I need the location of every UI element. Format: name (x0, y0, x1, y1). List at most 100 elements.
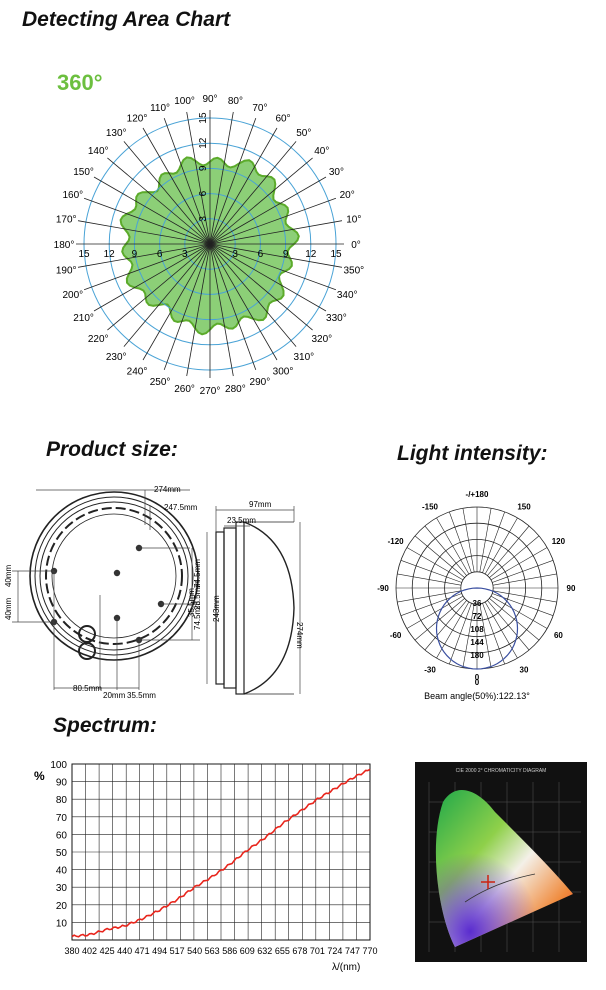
radial-tick-label: 15 (78, 249, 90, 260)
side-lens (243, 521, 295, 695)
intensity-spoke (414, 598, 465, 641)
intensity-spoke (397, 573, 462, 586)
radial-tick-label: 12 (198, 137, 209, 149)
cable-gland-bottom (78, 642, 96, 660)
spectrum-line (71, 768, 371, 938)
angle-labels: 0°10°20°30°40°50°60°70°80°90°100°110°120… (54, 94, 364, 397)
radial-tick-label: 6 (258, 249, 264, 260)
angle-label: 200° (62, 290, 83, 301)
intensity-spoke (489, 598, 540, 641)
spectrum-x-tick: 440 (117, 946, 132, 956)
spectrum-x-tick: 724 (327, 946, 342, 956)
angle-spoke (83, 197, 211, 245)
intensity-spoke (492, 590, 557, 603)
angle-spoke (209, 117, 257, 245)
dim-80: 80.5mm (73, 684, 102, 693)
spectrum-x-tick: 609 (240, 946, 255, 956)
angle-label: 240° (127, 366, 148, 377)
cie-diagram: CIE 2000 2° CHROMATICITY DIAGRAM (415, 762, 587, 962)
spectrum-y-tick: 40 (56, 866, 68, 877)
light-intensity-title: Light intensity: (397, 442, 548, 465)
cie-title: CIE 2000 2° CHROMATICITY DIAGRAM (456, 768, 547, 774)
radial-tick-label: 6 (157, 249, 163, 260)
angle-spoke (77, 243, 211, 268)
angle-label: 30° (329, 167, 344, 178)
angle-label: 270° (200, 386, 221, 397)
lamp-ring-3 (39, 501, 189, 651)
angle-label: 50° (296, 128, 311, 139)
angle-spoke (209, 243, 257, 371)
spectrum-y-tick: 30 (56, 883, 68, 894)
angle-spoke (209, 243, 327, 312)
intensity-spoke (490, 547, 548, 581)
intensity-angle-label: -60 (390, 631, 402, 640)
dim-40-a: 40mm (4, 564, 13, 587)
spectrum-x-tick: 540 (187, 946, 202, 956)
radial-tick-label: 12 (305, 249, 317, 260)
angle-spoke (209, 243, 337, 291)
intensity-spoke (397, 590, 462, 603)
angle-label: 80° (228, 96, 243, 107)
intensity-curve (435, 587, 519, 670)
angle-label: 250° (150, 377, 171, 388)
intensity-tick-label: 144 (470, 638, 484, 647)
angle-label: 90° (202, 94, 217, 105)
dim-274-top: 274mm (154, 485, 181, 494)
angle-spoke (209, 157, 313, 245)
angle-spoke (123, 243, 211, 347)
intensity-angle-label: -90 (377, 584, 389, 593)
angle-spoke (209, 197, 337, 245)
angle-label: 310° (293, 352, 314, 363)
angle-label: 10° (346, 215, 361, 226)
angle-label: 260° (174, 384, 195, 395)
angle-label: 220° (88, 334, 109, 345)
intensity-tick-label: 108 (470, 625, 484, 634)
spectrum-x-tick: 425 (100, 946, 115, 956)
intensity-spoke (449, 511, 472, 573)
spectrum-xlabel: λ/(nm) (332, 962, 360, 973)
angle-spoke (209, 243, 313, 331)
intensity-spoke (449, 603, 472, 665)
intensity-tick-label: 72 (473, 612, 482, 621)
radial-tick-label: 9 (132, 249, 138, 260)
angle-spoke (209, 243, 297, 347)
angle-label: 130° (106, 128, 127, 139)
angle-label: 230° (106, 352, 127, 363)
side-housing (223, 527, 237, 689)
angle-spoke (123, 141, 211, 245)
angle-label: 150° (73, 167, 94, 178)
radial-tick-label: 6 (198, 190, 209, 196)
side-rim (235, 521, 245, 695)
spectrum-x-tick: 380 (64, 946, 79, 956)
angle-spoke (209, 220, 343, 245)
angle-label: 40° (314, 146, 329, 157)
lamp-ring-2 (34, 496, 194, 656)
dim-97: 97mm (249, 500, 272, 509)
intensity-spoke (406, 547, 464, 581)
angle-spoke (163, 117, 211, 245)
intensity-spoke (487, 525, 530, 576)
angle-spoke (186, 243, 211, 377)
radial-tick-label: 15 (198, 112, 209, 124)
dim-20: 20mm (103, 691, 126, 700)
intensity-spoke (400, 560, 462, 583)
angle-spoke (209, 141, 297, 245)
spectrum-x-tick: 632 (257, 946, 272, 956)
radial-tick-label: 3 (182, 249, 188, 260)
angle-spoke (142, 243, 211, 361)
detecting-area-chart: 360° 0°10°20°30°40°50°60°70°80°90°100°11… (54, 70, 364, 397)
intensity-spoke (490, 595, 548, 629)
dim-35-h: 35.5mm (127, 691, 156, 700)
intensity-spoke (406, 595, 464, 629)
spectrum-ylabel: % (34, 769, 45, 783)
intensity-angle-label: 90 (567, 584, 576, 593)
intensity-spoke (492, 560, 554, 583)
angle-label: 190° (56, 265, 77, 276)
angle-label: 330° (326, 313, 347, 324)
